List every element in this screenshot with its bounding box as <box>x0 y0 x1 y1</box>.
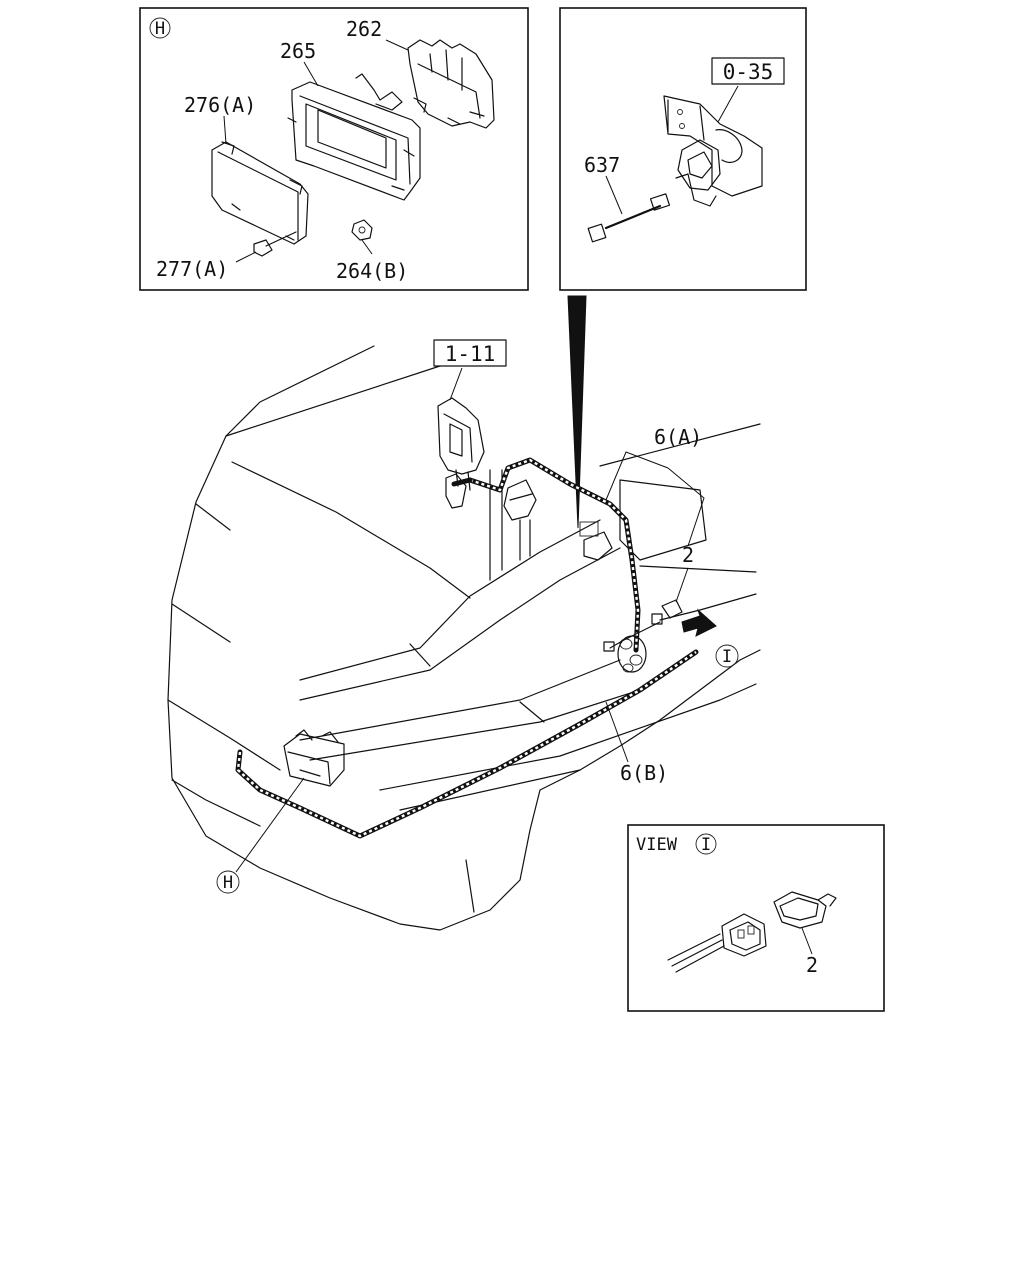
sensor-bracket-drawing <box>663 95 763 207</box>
leader-6b <box>605 701 629 763</box>
inset-h-marker: H <box>149 17 171 39</box>
label-262: 262 <box>346 17 382 41</box>
label-2: 2 <box>682 543 694 567</box>
label-265: 265 <box>280 39 316 63</box>
inset-h-panel: H <box>139 7 529 291</box>
module-1-11-drawing <box>437 397 485 491</box>
detail-h-marker: H <box>216 870 240 894</box>
label-637: 637 <box>584 153 620 177</box>
housing-265-drawing <box>287 73 421 201</box>
leader-637 <box>605 175 623 215</box>
leader-264 <box>361 239 373 255</box>
label-264b: 264(B) <box>336 259 408 283</box>
inset-sensor-frame <box>559 7 807 291</box>
mid-connectors <box>445 473 613 561</box>
view-i-marker: I <box>715 644 739 668</box>
label-276a: 276(A) <box>184 93 256 117</box>
label-6a: 6(A) <box>654 425 702 449</box>
leader-277 <box>235 251 257 263</box>
view-i-title-marker-text: I <box>701 835 711 855</box>
detail-h-marker-text: H <box>223 873 233 893</box>
view-i-arrow <box>681 608 717 637</box>
label-277a: 277(A) <box>156 257 228 281</box>
ref-box-0-35: 0-35 <box>711 57 785 85</box>
view-i-title: VIEW <box>636 835 678 855</box>
view-i-panel: VIEW I 2 <box>627 824 885 1012</box>
ref-box-1-11: 1-11 <box>433 339 507 367</box>
leader-2 <box>675 567 689 603</box>
view-i-label-2: 2 <box>806 953 818 977</box>
leader-1-11 <box>449 367 463 401</box>
inset-sensor-panel: 0-35 637 <box>559 7 807 291</box>
leader-262 <box>385 39 409 51</box>
inset-h-marker-text: H <box>155 19 165 39</box>
bolt-277-drawing <box>253 231 297 257</box>
view-i-title-marker: I <box>695 833 717 855</box>
nut-264-drawing <box>351 219 373 241</box>
ref-box-0-35-text: 0-35 <box>723 60 774 84</box>
junction-cluster <box>603 599 683 673</box>
leader-h <box>235 777 305 873</box>
connector-h-drawing <box>283 729 345 787</box>
vehicle-drawing <box>167 345 761 931</box>
view-i-plug-drawing <box>667 913 767 973</box>
leader-6a-left <box>605 451 669 501</box>
leader-265 <box>303 61 319 87</box>
leader-view-i-2 <box>801 927 813 955</box>
inset-h-frame <box>139 7 529 291</box>
leader-276 <box>223 115 227 145</box>
view-i-frame <box>627 824 885 1012</box>
harness-637-drawing <box>587 193 671 243</box>
bracket-262-drawing <box>407 39 495 129</box>
cover-276-drawing <box>211 141 309 245</box>
ref-box-1-11-text: 1-11 <box>445 342 496 366</box>
leader-0-35 <box>717 85 739 123</box>
leader-6a-right <box>667 467 705 547</box>
sensor-pointer-wedge <box>567 295 587 529</box>
view-i-receptacle-drawing <box>773 891 837 929</box>
label-6b: 6(B) <box>620 761 668 785</box>
view-i-marker-text: I <box>722 647 732 667</box>
